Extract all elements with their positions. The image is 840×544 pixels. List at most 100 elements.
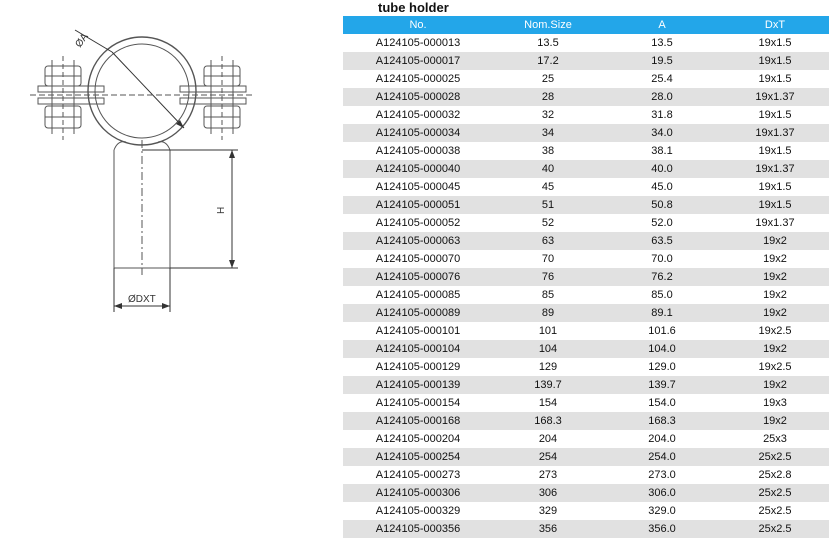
cell-no: A124105-000168: [343, 412, 493, 430]
label-h: H: [216, 207, 227, 214]
cell-a: 45.0: [603, 178, 721, 196]
cell-dxt: 19x2: [721, 376, 829, 394]
cell-a: 70.0: [603, 250, 721, 268]
cell-a: 52.0: [603, 214, 721, 232]
cell-dxt: 19x1.5: [721, 34, 829, 52]
cell-dxt: 19x1.37: [721, 88, 829, 106]
cell-dxt: 25x2.5: [721, 484, 829, 502]
cell-nom-size: 306: [493, 484, 603, 502]
cell-no: A124105-000025: [343, 70, 493, 88]
cell-dxt: 19x2: [721, 232, 829, 250]
cell-dxt: 19x1.5: [721, 142, 829, 160]
cell-nom-size: 17.2: [493, 52, 603, 70]
header-dxt: DxT: [721, 16, 829, 34]
cell-dxt: 19x2.5: [721, 322, 829, 340]
clamp-ring-inner: [94, 43, 190, 139]
cell-no: A124105-000013: [343, 34, 493, 52]
cell-nom-size: 32: [493, 106, 603, 124]
page-title: tube holder: [378, 0, 449, 15]
stem-neck: [113, 141, 171, 151]
cell-nom-size: 28: [493, 88, 603, 106]
cell-nom-size: 101: [493, 322, 603, 340]
cell-dxt: 19x3: [721, 394, 829, 412]
cell-a: 40.0: [603, 160, 721, 178]
cell-no: A124105-000017: [343, 52, 493, 70]
cell-a: 306.0: [603, 484, 721, 502]
cell-no: A124105-000139: [343, 376, 493, 394]
right-flange-bottom: [179, 97, 247, 105]
cell-nom-size: 154: [493, 394, 603, 412]
cell-nom-size: 70: [493, 250, 603, 268]
cell-a: 273.0: [603, 466, 721, 484]
cell-nom-size: 25: [493, 70, 603, 88]
cell-a: 104.0: [603, 340, 721, 358]
header-a: A: [603, 16, 721, 34]
cell-nom-size: 273: [493, 466, 603, 484]
cell-dxt: 19x1.5: [721, 196, 829, 214]
cell-a: 25.4: [603, 70, 721, 88]
cell-nom-size: 13.5: [493, 34, 603, 52]
cell-nom-size: 356: [493, 520, 603, 538]
dimension-a-line: [111, 51, 185, 129]
cell-a: 356.0: [603, 520, 721, 538]
label-a: ØA: [73, 31, 90, 49]
cell-dxt: 19x1.37: [721, 160, 829, 178]
cell-dxt: 25x3: [721, 430, 829, 448]
cell-nom-size: 45: [493, 178, 603, 196]
right-flange-top: [179, 85, 247, 93]
cell-nom-size: 168.3: [493, 412, 603, 430]
cell-dxt: 19x2.5: [721, 358, 829, 376]
cell-a: 34.0: [603, 124, 721, 142]
cell-nom-size: 85: [493, 286, 603, 304]
cell-no: A124105-000045: [343, 178, 493, 196]
cell-nom-size: 329: [493, 502, 603, 520]
header-no: No.: [343, 16, 493, 34]
cell-no: A124105-000076: [343, 268, 493, 286]
cell-no: A124105-000070: [343, 250, 493, 268]
cell-no: A124105-000052: [343, 214, 493, 232]
cell-a: 50.8: [603, 196, 721, 214]
cell-nom-size: 76: [493, 268, 603, 286]
cell-a: 329.0: [603, 502, 721, 520]
cell-no: A124105-000101: [343, 322, 493, 340]
cell-no: A124105-000040: [343, 160, 493, 178]
cell-nom-size: 52: [493, 214, 603, 232]
cell-no: A124105-000356: [343, 520, 493, 538]
cell-no: A124105-000129: [343, 358, 493, 376]
cell-no: A124105-000051: [343, 196, 493, 214]
cell-nom-size: 204: [493, 430, 603, 448]
cell-a: 31.8: [603, 106, 721, 124]
cell-a: 13.5: [603, 34, 721, 52]
cell-no: A124105-000306: [343, 484, 493, 502]
cell-a: 254.0: [603, 448, 721, 466]
left-flange-bottom: [37, 97, 105, 105]
cell-no: A124105-000085: [343, 286, 493, 304]
cell-a: 204.0: [603, 430, 721, 448]
header-row: No. Nom.Size A DxT: [343, 16, 829, 34]
cell-no: A124105-000089: [343, 304, 493, 322]
cell-no: A124105-000034: [343, 124, 493, 142]
